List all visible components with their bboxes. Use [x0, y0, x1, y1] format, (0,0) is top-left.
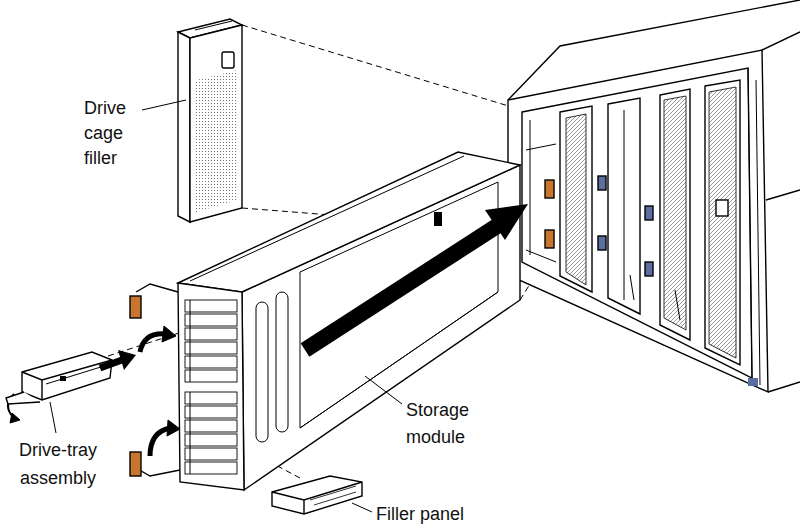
part-label: Storage module: [406, 397, 498, 451]
insert-arrow-small: [100, 350, 136, 370]
part-label: Drive-tray assembly: [6, 436, 110, 492]
part-label: Filler panel: [376, 503, 464, 525]
drive-cage-filler: [178, 19, 242, 222]
storage-module: [130, 152, 520, 490]
insert-arrow: [305, 204, 528, 350]
rotation-arrows: [8, 326, 180, 456]
drive-tray-assembly: [6, 352, 112, 404]
chassis: [508, 0, 800, 392]
part-label: Drive cage filler: [84, 96, 148, 171]
filler-panel: [272, 476, 362, 514]
